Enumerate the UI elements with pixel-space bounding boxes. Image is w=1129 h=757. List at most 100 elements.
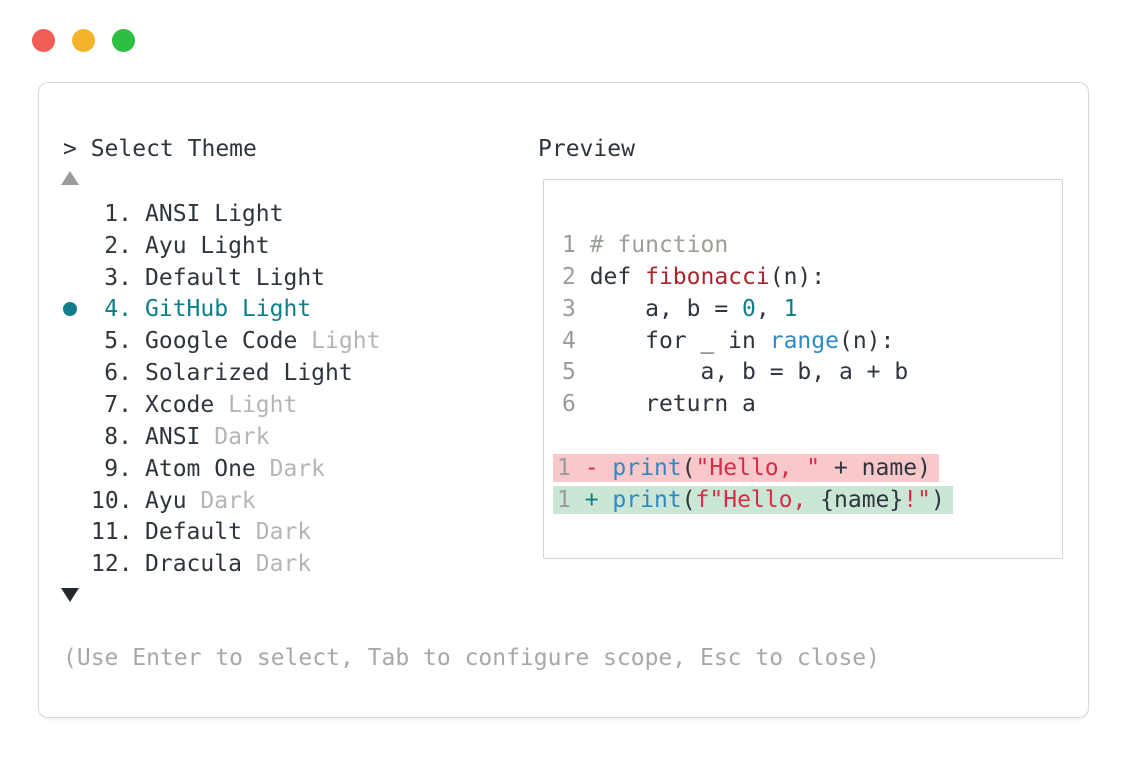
- code-token: (n):: [838, 327, 895, 354]
- theme-name: Default Light: [145, 265, 325, 291]
- theme-name: Atom One Dark: [145, 456, 325, 482]
- theme-name: Xcode Light: [145, 392, 297, 418]
- code-token: 1: [783, 295, 798, 322]
- code-line: 4 for _ in range(n):: [562, 326, 953, 358]
- code-token: def: [589, 263, 646, 290]
- theme-list-item[interactable]: 11. Default Dark: [63, 516, 380, 548]
- theme-label: ANSI: [145, 423, 201, 450]
- theme-name: Ayu Dark: [145, 488, 256, 514]
- window-controls: [32, 29, 135, 52]
- theme-variant: Dark: [255, 455, 326, 482]
- code-token: {name}: [820, 486, 904, 513]
- theme-list-item[interactable]: 12.Dracula Dark: [63, 548, 380, 580]
- theme-number: 8.: [104, 423, 132, 450]
- preview-title: Preview: [538, 136, 635, 162]
- theme-list-item[interactable]: 3. Default Light: [63, 262, 380, 294]
- code-line: 6 return a: [562, 389, 953, 421]
- theme-list-item[interactable]: 7.Xcode Light: [63, 389, 380, 421]
- theme-name: GitHub Light: [145, 296, 311, 322]
- theme-label: Ayu: [145, 487, 187, 514]
- line-number: 1: [557, 454, 585, 481]
- code-token: ,: [755, 295, 784, 322]
- theme-label: Atom One: [145, 455, 256, 482]
- code-token: return a: [589, 391, 756, 418]
- theme-number: 3.: [104, 264, 132, 291]
- line-number: 1: [557, 486, 585, 513]
- select-theme-prompt: > Select Theme: [63, 136, 257, 162]
- theme-variant: Light: [186, 232, 270, 259]
- theme-name: ANSI Light: [145, 201, 283, 227]
- theme-variant: Light: [241, 264, 326, 291]
- code-token: (n):: [769, 263, 826, 290]
- code-token: -: [584, 454, 613, 481]
- code-token: "Hello,: [709, 486, 821, 513]
- theme-number: 5.: [104, 328, 132, 355]
- theme-label: ANSI: [145, 200, 201, 227]
- theme-list-item[interactable]: 4.GitHub Light: [63, 294, 380, 326]
- theme-label: Dracula: [145, 551, 242, 578]
- code-token: 0: [742, 295, 756, 322]
- line-number: 4: [562, 327, 590, 354]
- code-line: 1 # function: [562, 230, 953, 262]
- theme-number: 11.: [91, 519, 133, 546]
- theme-list-item[interactable]: 5. Google Code Light: [63, 325, 380, 357]
- scroll-up-icon[interactable]: [61, 171, 79, 185]
- theme-variant: Light: [297, 328, 381, 355]
- theme-list-item[interactable]: 10.Ayu Dark: [63, 485, 380, 517]
- theme-label: Default: [145, 264, 242, 291]
- code-token: +: [584, 486, 613, 513]
- theme-name: Default Dark: [145, 519, 311, 545]
- theme-number: 9.: [104, 455, 132, 482]
- close-window-button[interactable]: [32, 29, 55, 52]
- theme-list-item[interactable]: 1. ANSI Light: [63, 198, 380, 230]
- code-line: [562, 421, 953, 453]
- diff-highlight: 1 + print(f"Hello, {name}!"): [553, 485, 953, 514]
- minimize-window-button[interactable]: [72, 29, 95, 52]
- diff-line-added: 1 + print(f"Hello, {name}!"): [553, 485, 953, 517]
- theme-number: 2.: [104, 232, 132, 259]
- theme-list-item[interactable]: 6.Solarized Light: [63, 357, 380, 389]
- line-number: 3: [562, 295, 590, 322]
- code-line: 2 def fibonacci(n):: [562, 262, 953, 294]
- code-token: !": [903, 486, 931, 513]
- code-token: a, b =: [589, 295, 743, 322]
- theme-variant: Light: [214, 391, 298, 418]
- theme-number: 1.: [104, 200, 132, 227]
- code-token: f: [695, 486, 710, 513]
- theme-name: Dracula Dark: [145, 551, 311, 577]
- theme-name: ANSI Dark: [145, 424, 270, 450]
- theme-name: Ayu Light: [145, 233, 270, 259]
- theme-label: GitHub: [145, 296, 229, 323]
- line-number: 5: [562, 359, 590, 386]
- code-token: (: [681, 454, 696, 481]
- code-line: 5 a, b = b, a + b: [562, 357, 953, 389]
- theme-name: Solarized Light: [145, 360, 353, 386]
- diff-line-removed: 1 - print("Hello, " + name): [553, 453, 953, 485]
- line-number: 1: [562, 232, 590, 258]
- code-token: (: [681, 486, 696, 513]
- code-token: + name: [820, 454, 918, 481]
- theme-label: Solarized: [145, 360, 270, 387]
- theme-label: Ayu: [145, 232, 187, 259]
- theme-list-item[interactable]: 9. Atom One Dark: [63, 453, 380, 485]
- zoom-window-button[interactable]: [112, 29, 135, 52]
- theme-label: Google Code: [145, 328, 298, 355]
- theme-variant: Dark: [186, 487, 256, 514]
- code-token: a, b = b, a + b: [589, 359, 909, 386]
- code-token: ): [917, 454, 931, 481]
- theme-list-item[interactable]: 2. Ayu Light: [63, 230, 380, 262]
- code-token: ): [930, 486, 945, 513]
- theme-variant: Dark: [241, 519, 312, 546]
- theme-variant: Light: [269, 360, 353, 387]
- line-number: 6: [562, 391, 590, 418]
- theme-list-item[interactable]: 8. ANSI Dark: [63, 421, 380, 453]
- line-number: 2: [562, 263, 590, 290]
- scroll-down-icon[interactable]: [61, 588, 79, 602]
- keyboard-hint: (Use Enter to select, Tab to configure s…: [63, 645, 880, 671]
- code-line: 3 a, b = 0, 1: [562, 294, 953, 326]
